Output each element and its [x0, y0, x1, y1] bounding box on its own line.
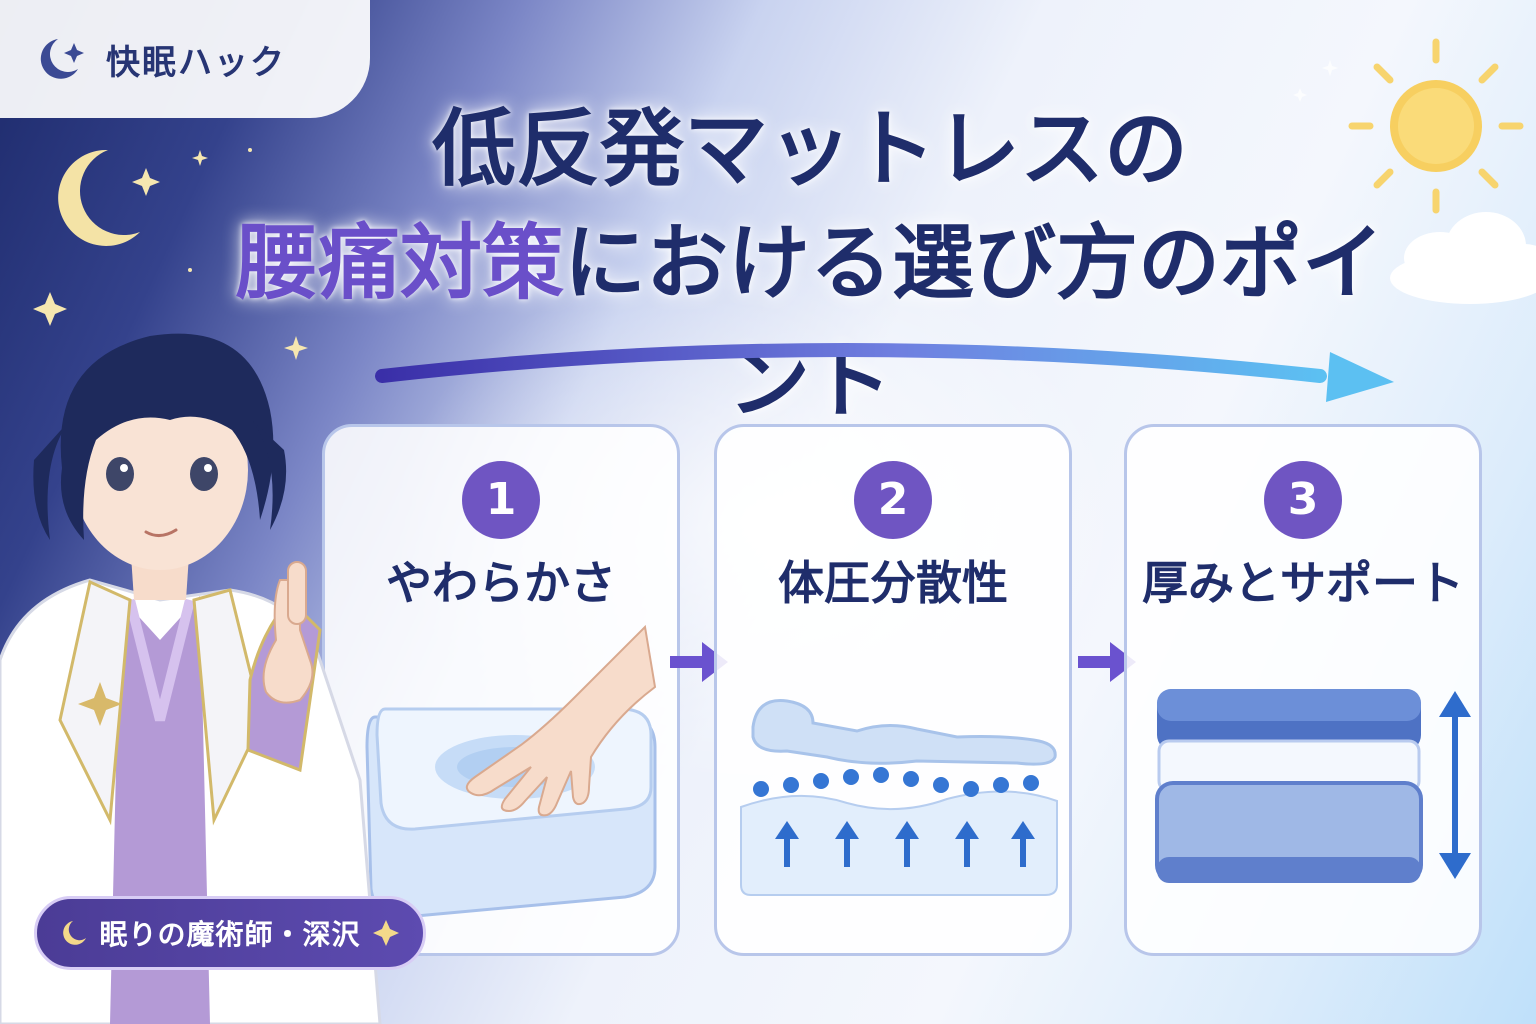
brand-header: 快眠ハック — [0, 0, 370, 118]
crescent-moon-icon — [59, 918, 89, 948]
page-title-line-1: 低反発マットレスの — [431, 100, 1188, 198]
step-arrow-icon — [670, 642, 728, 682]
brand-name: 快眠ハック — [106, 42, 286, 83]
body-pressure-distribution-icon — [740, 699, 1058, 896]
sparkle-icons — [1293, 60, 1338, 102]
character-caption: 眠りの魔術師・深沢 — [99, 918, 361, 951]
page-title-rest: における選び方のポイント — [564, 216, 1385, 430]
step-label: 厚みとサポート — [1142, 556, 1464, 610]
step-arrow-icon — [1078, 642, 1136, 682]
step-label: やわらかさ — [386, 556, 616, 610]
step-number-badge: 2 — [854, 461, 932, 539]
step-number-badge: 1 — [462, 461, 540, 539]
step-card-3: 3 厚みとサポート — [1124, 424, 1482, 956]
sun-icon — [1348, 38, 1524, 214]
page-title-highlight: 腰痛対策 — [235, 216, 564, 311]
crescent-moon-icon — [58, 149, 140, 246]
step-card-2: 2 体圧分散性 — [714, 424, 1072, 956]
step-card-1: 1 やわらかさ — [322, 424, 680, 956]
cloud-icon — [1390, 212, 1536, 304]
step-label: 体圧分散性 — [778, 556, 1008, 610]
moon-star-icon — [34, 31, 90, 87]
flow-arrow-icon — [375, 343, 1394, 402]
star-icons — [33, 148, 308, 360]
mattress-thickness-icon — [1155, 689, 1471, 883]
hand-pressing-mattress-icon — [365, 624, 657, 919]
page-title-line-2: 腰痛対策における選び方のポイント — [220, 196, 1400, 434]
sparkle-icon — [371, 918, 401, 948]
character-caption-badge: 眠りの魔術師・深沢 — [34, 896, 426, 970]
step-number-badge: 3 — [1264, 461, 1342, 539]
